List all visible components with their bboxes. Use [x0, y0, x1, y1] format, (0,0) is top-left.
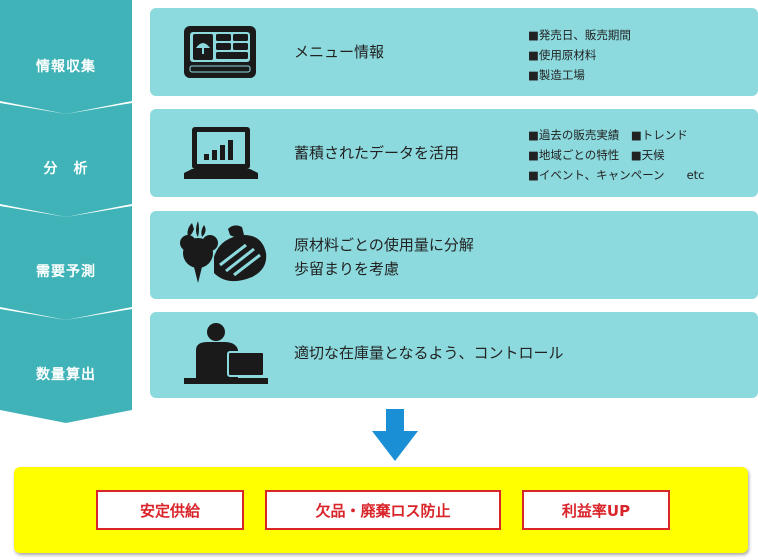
bento-box-icon — [184, 26, 256, 78]
result-banner: 安定供給 欠品・廃棄ロス防止 利益率UP — [14, 467, 748, 553]
result-stable-supply: 安定供給 — [96, 490, 244, 530]
step-chevron-3 — [0, 206, 132, 320]
step-card-1: メニュー情報 ■発売日、販売期間 ■使用原材料 ■製造工場 — [150, 8, 758, 96]
step-chevron-4 — [0, 309, 132, 423]
ingredients-icon — [180, 221, 267, 283]
step-title-line: 歩留まりを考慮 — [294, 260, 400, 278]
note-etc: etc — [686, 168, 705, 182]
step-title-3: 原材料ごとの使用量に分解 歩留まりを考慮 — [294, 233, 474, 281]
step-label-3: 需要予測 — [36, 264, 96, 280]
step-label-4: 数量算出 — [36, 367, 96, 383]
step-chevron-1 — [0, 0, 132, 114]
note-item: ■使用原材料 — [528, 48, 597, 62]
down-arrow-icon — [372, 409, 418, 461]
step-card-3: 原材料ごとの使用量に分解 歩留まりを考慮 — [150, 211, 758, 299]
step-card-4: 適切な在庫量となるよう、コントロール — [150, 312, 758, 398]
step-label-2: 分 析 — [43, 161, 89, 177]
step-label-1: 情報収集 — [36, 59, 96, 75]
note-item: ■発売日、販売期間 — [528, 28, 631, 42]
step-title-1: メニュー情報 — [294, 43, 385, 61]
step-notes-2: ■過去の販売実績 ■トレンド ■地域ごとの特性 ■天候 ■イベント、キャンペーン… — [528, 125, 704, 185]
step-chevron-2 — [0, 103, 132, 217]
step-title-4: 適切な在庫量となるよう、コントロール — [294, 344, 564, 362]
result-profit-up: 利益率UP — [522, 490, 670, 530]
note-item: ■製造工場 — [528, 68, 585, 82]
person-at-computer-icon — [184, 323, 268, 384]
laptop-chart-icon — [184, 127, 258, 179]
step-card-2: 蓄積されたデータを活用 ■過去の販売実績 ■トレンド ■地域ごとの特性 ■天候 … — [150, 109, 758, 197]
note-item: ■過去の販売実績 ■トレンド — [528, 128, 688, 142]
step-title-2: 蓄積されたデータを活用 — [294, 144, 460, 162]
result-loss-prevention: 欠品・廃棄ロス防止 — [265, 490, 501, 530]
note-item: ■地域ごとの特性 ■天候 — [528, 148, 665, 162]
step-notes-1: ■発売日、販売期間 ■使用原材料 ■製造工場 — [528, 25, 631, 85]
note-item: ■イベント、キャンペーン — [528, 168, 665, 182]
step-title-line: 原材料ごとの使用量に分解 — [294, 236, 474, 254]
